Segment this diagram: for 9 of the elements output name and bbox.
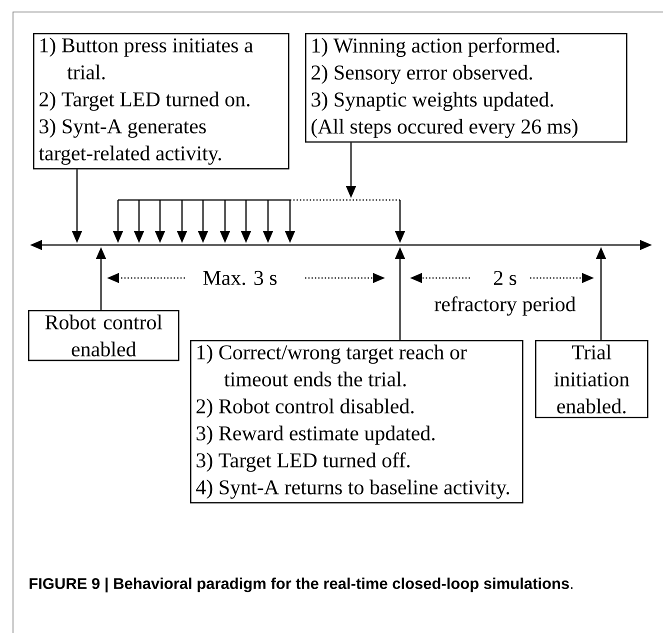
dimension-label: refractory period xyxy=(434,296,576,316)
text-box: Robot control enabled xyxy=(28,310,180,362)
dimension-label: 2 s xyxy=(494,270,516,286)
text-box: 1) Correct/wrong target reach or timeout ends the trial. 2) Robot control disabled. 3) Reward estimate updated. 3) Target LED turned off. 4) Synt-A returns to baseline activity. xyxy=(190,340,524,504)
text-box: 1) Button press initiates a trial. 2) Target LED turned on. 3) Synt-A generates target-related activity. xyxy=(33,33,290,170)
caption: FIGURE 9 | Behavioral paradigm for the real-time closed-loop simulations. xyxy=(30,578,572,592)
dimension-label: Max. 3 s xyxy=(203,270,277,286)
text-box: Trial initiation enabled. xyxy=(535,340,648,418)
text-box: 1) Winning action performed. 2) Sensory error observed. 3) Synaptic weights updated. (All steps occured every 26 ms) xyxy=(305,33,628,143)
